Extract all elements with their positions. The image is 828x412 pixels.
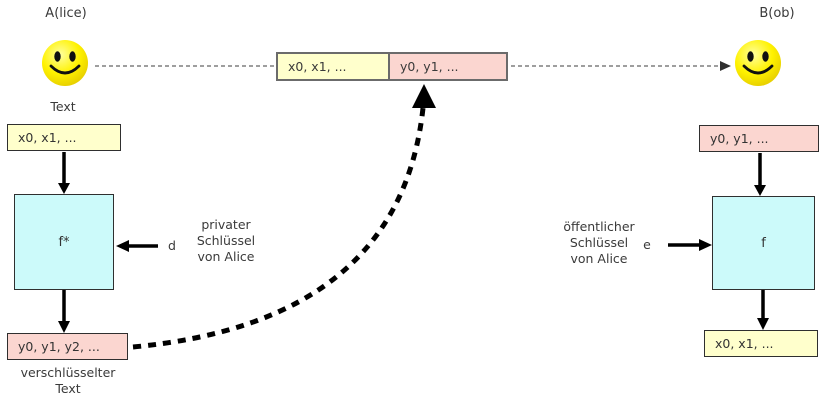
public-key-label: öffentlicher Schlüssel von Alice bbox=[563, 219, 635, 266]
channel-ciphertext-box: y0, y1, ... bbox=[388, 52, 508, 81]
channel-message: x0, x1, ... y0, y1, ... bbox=[276, 52, 508, 81]
private-key-label: privater Schlüssel von Alice bbox=[196, 217, 256, 264]
arrowhead-icon bbox=[757, 318, 769, 330]
bob-ciphertext-box: y0, y1, ... bbox=[699, 125, 819, 152]
alice-plaintext-label: Text bbox=[50, 99, 76, 114]
alice-smiley-icon bbox=[42, 40, 88, 86]
private-key-letter: d bbox=[168, 238, 176, 253]
channel-arrowhead-icon bbox=[720, 61, 731, 71]
arrowhead-icon bbox=[412, 84, 436, 108]
bob-smiley-icon bbox=[735, 40, 781, 86]
arrowhead-icon bbox=[699, 239, 712, 251]
alice-ciphertext-label: verschlüsselter Text bbox=[20, 365, 116, 396]
arrowhead-icon bbox=[58, 321, 70, 333]
alice-function-box: f* bbox=[14, 194, 114, 290]
arrowhead-icon bbox=[58, 183, 70, 194]
arrowhead-icon bbox=[116, 240, 129, 252]
arrowhead-icon bbox=[754, 185, 766, 196]
cipher-transfer-curve-arrow bbox=[132, 107, 426, 350]
alice-title: A(lice) bbox=[45, 6, 87, 21]
bob-function-box: f bbox=[712, 196, 815, 290]
public-key-letter: e bbox=[643, 237, 651, 252]
alice-ciphertext-box: y0, y1, y2, ... bbox=[7, 333, 128, 360]
alice-plaintext-box: x0, x1, ... bbox=[7, 124, 121, 151]
bob-plaintext-box: x0, x1, ... bbox=[704, 330, 818, 357]
bob-title: B(ob) bbox=[759, 6, 795, 21]
channel-plaintext-box: x0, x1, ... bbox=[276, 52, 390, 81]
